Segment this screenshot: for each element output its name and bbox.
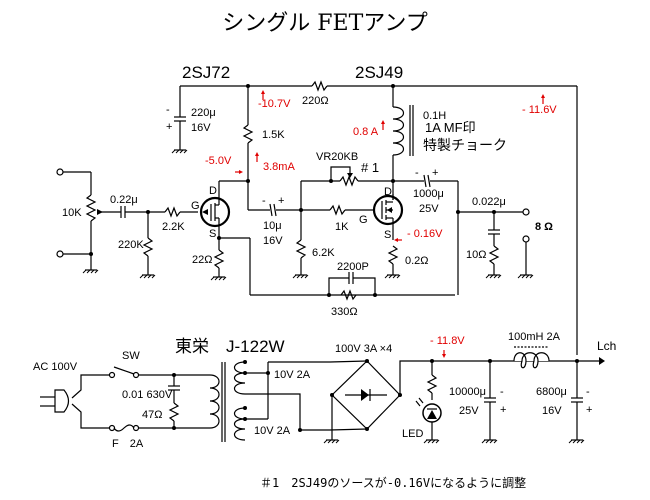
r-220k-label: 220K — [118, 239, 144, 251]
c-out-value: 1000μ — [413, 188, 444, 200]
c1-plus: + — [500, 404, 506, 416]
c-in-label: 0.22μ — [110, 194, 138, 206]
fuse-symbol — [108, 424, 140, 432]
choke-inductance: 0.1H — [423, 110, 446, 122]
q1-source-pin: S — [209, 228, 216, 240]
c-220u-symbol — [171, 86, 188, 154]
bridge-rectifier — [330, 359, 402, 431]
choke-rating: 1A MF印 — [425, 120, 476, 135]
led-symbol — [415, 397, 442, 423]
c1-minus: - — [500, 386, 504, 398]
vr-label[interactable]: VR20KB — [316, 151, 358, 163]
c-zobel-label: 0.022μ — [472, 196, 506, 208]
transformer-symbol — [209, 360, 247, 442]
channel-label: Lch — [597, 339, 616, 353]
q1-drain-pin: D — [209, 185, 217, 197]
i-drain1: 3.8mA — [263, 161, 295, 173]
r-1k5-label: 1.5K — [262, 129, 285, 141]
c-220u-plus: + — [166, 121, 172, 133]
c1-voltage: 25V — [459, 405, 479, 417]
v-rect: - 11.8V — [430, 335, 465, 347]
v-drain1-supply: -10.7V — [258, 98, 291, 110]
r-gate2-label: 1K — [335, 221, 349, 233]
ac-in-label: AC 100V — [33, 361, 78, 373]
c-couple-plus: + — [278, 195, 284, 207]
diagram-title: シングル FETアンプ — [222, 11, 427, 36]
sec2-label: 10V 2A — [254, 425, 291, 437]
ac-plug-icon — [40, 374, 110, 429]
volume-pot[interactable] — [56, 168, 103, 274]
q2-drain-pin: D — [384, 186, 392, 198]
choke-description: 特製チョーク — [423, 137, 507, 153]
c-out-plus: + — [432, 167, 438, 179]
c2-voltage: 16V — [542, 405, 562, 417]
choke-symbol — [392, 86, 414, 200]
i-drain2: 0.8 A — [353, 126, 379, 138]
led-label: LED — [402, 428, 423, 440]
adjustment-footnote: ＃1 2SJ49のソースが-0.16Vになるように調整 — [260, 475, 526, 490]
transformer-label: 東栄 J-122W — [175, 337, 285, 356]
volume-label: 10K — [62, 207, 82, 219]
switch-label: SW — [122, 350, 140, 362]
c-couple-minus: - — [262, 195, 266, 207]
ps-choke-symbol — [513, 346, 550, 369]
c2-plus: + — [586, 404, 592, 416]
fuse-label: F 2A — [112, 438, 144, 450]
snubber-c-label: 0.01 630V — [122, 389, 173, 401]
sec1-label: 10V 2A — [274, 369, 311, 381]
q2-fet-symbol — [372, 194, 404, 240]
r-1k5-symbol — [242, 86, 254, 210]
q2-part-label: 2SJ49 — [355, 63, 403, 82]
c2-minus: - — [586, 386, 590, 398]
c-out-minus: - — [415, 167, 419, 179]
c-nfb-label: 2200P — [337, 261, 369, 273]
r-source1-label: 22Ω — [192, 254, 212, 266]
v-supply: - 11.6V — [522, 104, 557, 116]
ps-choke-label: 100mH 2A — [508, 331, 561, 343]
r-6k2-label: 6.2K — [312, 247, 335, 259]
vr-note-ref: # 1 — [361, 160, 379, 175]
c-220u-value: 220μ — [191, 107, 216, 119]
c-out-voltage: 25V — [419, 203, 439, 215]
c1-value: 10000μ — [449, 386, 486, 398]
q2-source-pin: S — [384, 229, 391, 241]
v-drain1: -5.0V — [205, 155, 232, 167]
c-220u-minus: - — [166, 104, 170, 116]
r-source2-label: 0.2Ω — [405, 255, 429, 267]
q2-gate-pin: G — [359, 214, 368, 226]
r-gate1-label: 2.2K — [162, 221, 185, 233]
supply-rail — [180, 80, 578, 355]
c-220u-voltage: 16V — [191, 122, 211, 134]
c-couple-voltage: 16V — [263, 235, 283, 247]
q1-gate-pin: G — [191, 200, 200, 212]
r-zobel-label: 10Ω — [466, 249, 486, 261]
q1-fet-symbol — [199, 180, 248, 238]
c-couple-value: 10μ — [263, 220, 282, 232]
r-nfb-label: 330Ω — [331, 306, 358, 318]
r-220ohm-label: 220Ω — [302, 95, 329, 107]
v-source2: - 0.16V — [407, 228, 443, 240]
speaker-label: 8 Ω — [535, 221, 553, 233]
bridge-label: 100V 3A ×4 — [335, 343, 392, 355]
q1-part-label: 2SJ72 — [182, 63, 230, 82]
c2-value: 6800μ — [536, 386, 567, 398]
snubber-r-label: 47Ω — [142, 409, 162, 421]
power-switch[interactable] — [108, 366, 140, 379]
